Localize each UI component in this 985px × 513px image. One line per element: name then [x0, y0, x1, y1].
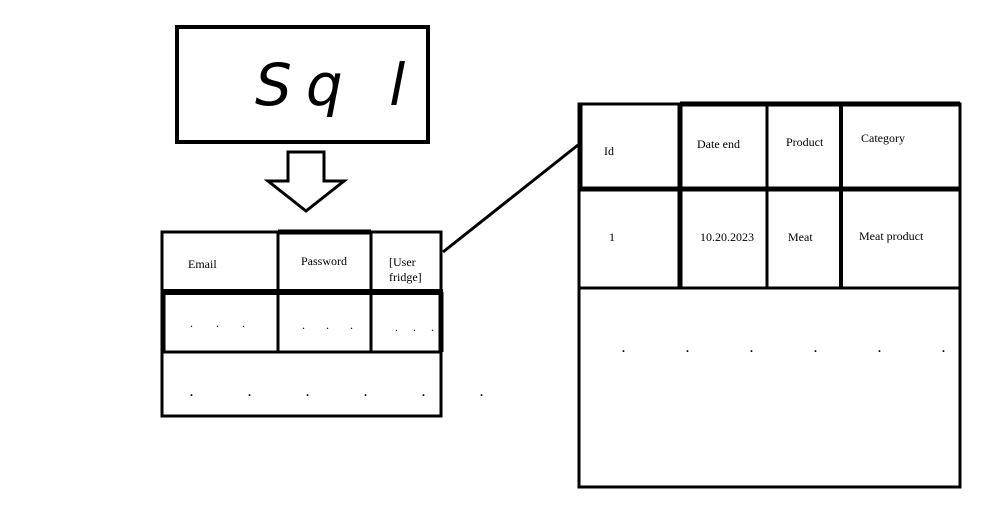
- users-row-placeholder-2: . . .: [302, 318, 362, 332]
- fridge-header-product: Product: [786, 135, 824, 149]
- fridge-cell-category: Meat product: [859, 229, 924, 243]
- fridge-table: Id Date end Product Category 1 10.20.202…: [577, 101, 985, 489]
- sql-title: Sq l: [255, 51, 419, 119]
- fridge-table-outline: [577, 102, 962, 489]
- fridge-cell-product: Meat: [788, 230, 813, 244]
- users-header-fridge: fridge]: [389, 270, 422, 284]
- users-row-placeholder-1: . . .: [190, 316, 255, 330]
- connector-line: [442, 143, 579, 254]
- fridge-cell-date-end: 10.20.2023: [700, 230, 754, 244]
- fridge-more-rows: . . . . . . . .: [622, 341, 985, 355]
- users-header-password: Password: [301, 254, 347, 268]
- users-table: Email Password [User fridge] . . . . . .…: [160, 229, 509, 418]
- fridge-header-category: Category: [861, 131, 905, 145]
- fridge-cell-id: 1: [609, 230, 615, 244]
- users-header-email: Email: [188, 257, 217, 271]
- users-row-placeholder-3: . . .: [395, 320, 440, 334]
- fridge-header-id: Id: [604, 144, 614, 158]
- users-more-rows: . . . . . .: [190, 385, 509, 399]
- fridge-header-date-end: Date end: [697, 137, 740, 151]
- sql-title-box: [175, 25, 430, 144]
- down-arrow-icon: [263, 150, 349, 213]
- users-header-user: [User: [389, 255, 416, 269]
